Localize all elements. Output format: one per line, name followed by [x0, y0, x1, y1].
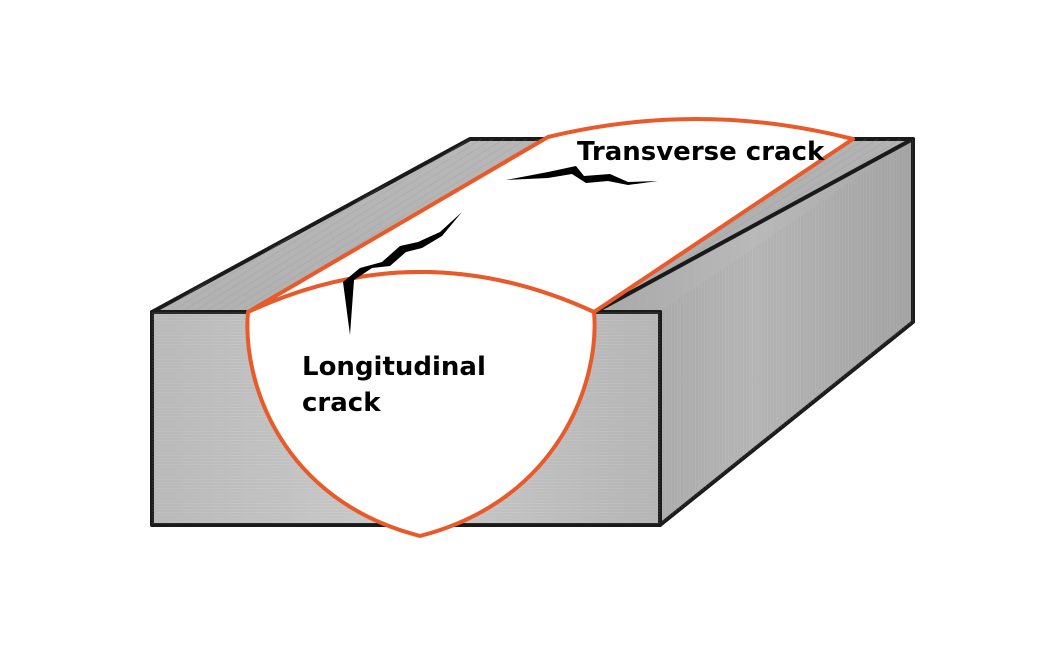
- longitudinal-crack-label-line2: crack: [302, 388, 381, 418]
- transverse-crack-shape: [506, 166, 658, 185]
- longitudinal-crack-label-line1: Longitudinal: [302, 352, 486, 382]
- longitudinal-crack-shape: [343, 212, 462, 335]
- longitudinal-crack-label: Longitudinal crack: [302, 349, 486, 421]
- transverse-crack-label: Transverse crack: [577, 137, 825, 167]
- weld-bead-cross-section: [245, 270, 597, 538]
